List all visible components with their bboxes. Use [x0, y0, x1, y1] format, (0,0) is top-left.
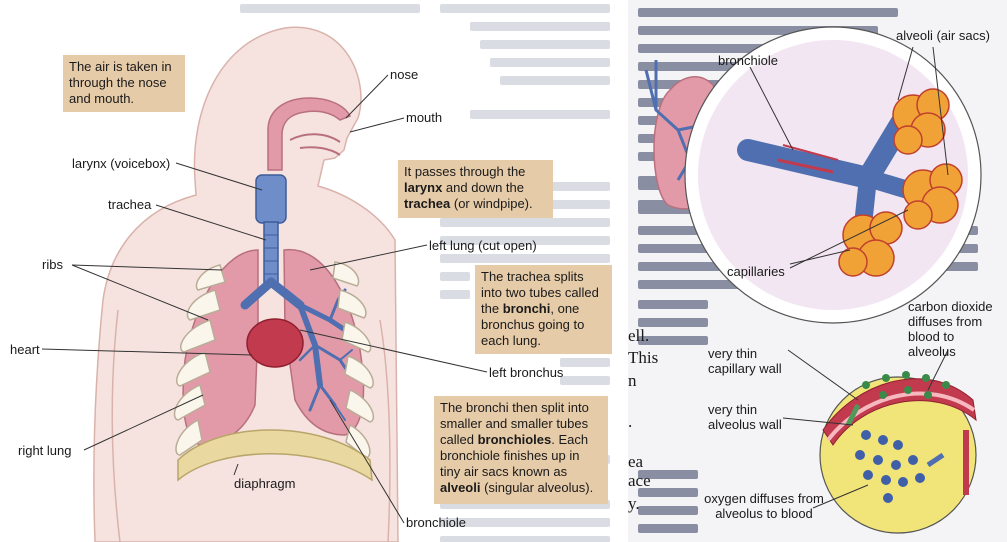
heart-shape [247, 319, 303, 367]
label-left-lung: left lung (cut open) [429, 238, 537, 253]
text-fragment: ea [628, 452, 643, 471]
label-trachea: trachea [108, 197, 151, 212]
label-nose: nose [390, 67, 418, 82]
left-panel: The air is taken in through the nose and… [0, 0, 628, 542]
text-fragment: . [628, 412, 632, 431]
label-left-bronchus: left bronchus [489, 365, 563, 380]
label-mouth: mouth [406, 110, 442, 125]
label-thin-alveolus-wall: very thin alveolus wall [708, 402, 804, 432]
alveoli-illustration [628, 0, 1007, 542]
info-box-bronchioles: The bronchi then split into smaller and … [434, 396, 608, 504]
label-heart: heart [10, 342, 40, 357]
text-fragment: This [628, 348, 658, 367]
label-capillaries: capillaries [727, 264, 785, 279]
label-bronchiole: bronchiole [718, 53, 778, 68]
right-panel: ell. This n . ea ace y. bronchiole alveo… [628, 0, 1007, 542]
label-alveoli: alveoli (air sacs) [896, 28, 990, 43]
gas-exchange-detail [820, 371, 976, 533]
text-fragment: y. [628, 494, 640, 513]
label-larynx: larynx (voicebox) [72, 156, 170, 171]
label-carbon-dioxide: carbon dioxide diffuses from blood to al… [908, 299, 1004, 359]
label-bronchiole: bronchiole [406, 515, 466, 530]
info-box-larynx-trachea: It passes through the larynx and down th… [398, 160, 553, 218]
info-box-air-intake: The air is taken in through the nose and… [63, 55, 185, 112]
text-fragment: n [628, 371, 637, 390]
label-oxygen: oxygen diffuses from alveolus to blood [704, 491, 824, 521]
label-ribs: ribs [42, 257, 63, 272]
info-box-bronchi: The trachea splits into two tubes called… [475, 265, 612, 354]
label-thin-capillary-wall: very thin capillary wall [708, 346, 804, 376]
text-fragment: ell. [628, 326, 649, 345]
label-diaphragm: diaphragm [234, 476, 295, 491]
text-fragment: ace [628, 471, 651, 490]
label-right-lung: right lung [18, 443, 71, 458]
